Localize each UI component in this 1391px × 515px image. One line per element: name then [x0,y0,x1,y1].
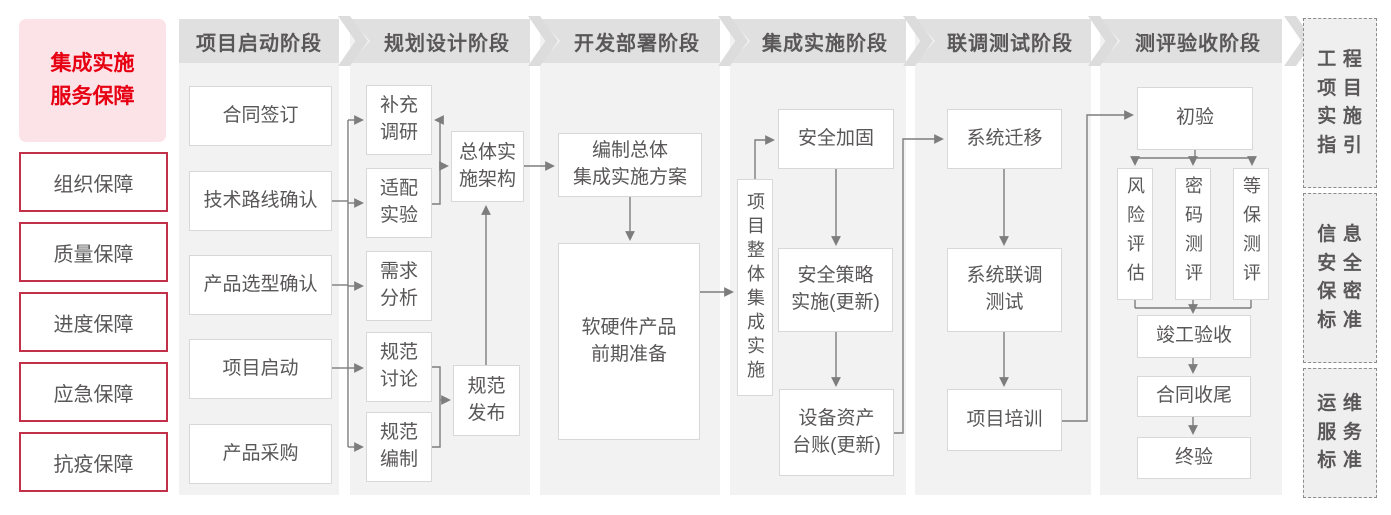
phase-header-integration-impl: 集成实施阶段 [730,19,906,63]
node-final-acceptance: 终验 [1137,437,1251,479]
node-compile-overall-plan: 编制总体 集成实施方案 [558,133,702,197]
node-spec-compilation: 规范 编制 [366,412,432,482]
node-risk-assessment: 风险评估 [1117,168,1153,300]
phase-header-joint-testing: 联调测试阶段 [915,19,1091,63]
phase-header-evaluation-acceptance: 测评验收阶段 [1100,19,1282,63]
node-mlps-testing: 等保测评 [1233,168,1269,300]
node-joint-testing: 系统联调 测试 [947,248,1062,332]
standard-ops-service: 运维 服务 标准 [1303,368,1377,498]
node-hw-sw-preparation: 软硬件产品 前期准备 [558,243,700,440]
node-project-training: 项目培训 [947,389,1062,451]
node-tech-route-confirm: 技术路线确认 [189,171,332,231]
phase-header-planning-design: 规划设计阶段 [350,19,530,63]
node-completion-acceptance: 竣工验收 [1137,315,1251,358]
node-security-policy-impl: 安全策略 实施(更新) [778,248,893,332]
node-project-kickoff: 项目启动 [189,339,332,399]
node-spec-release: 规范 发布 [453,365,520,436]
sidebar-item-organization: 组织保障 [19,152,168,212]
node-overall-integration-impl: 项目整体集成实施 [737,179,773,396]
sidebar-item-quality: 质量保障 [19,222,168,282]
node-asset-ledger: 设备资产 台账(更新) [779,389,894,476]
node-overall-impl-architecture: 总体实 施架构 [451,131,524,202]
node-contract-signing: 合同签订 [189,86,332,146]
node-supplementary-research: 补充 调研 [366,85,432,155]
node-system-migration: 系统迁移 [947,109,1062,169]
node-initial-acceptance: 初验 [1137,87,1253,150]
standard-info-security-confidentiality: 信息 安全 保密 标准 [1303,193,1377,363]
node-crypto-testing: 密码测评 [1175,168,1211,300]
phase-header-dev-deployment: 开发部署阶段 [540,19,720,63]
node-product-selection-confirm: 产品选型确认 [189,255,332,315]
node-spec-discussion: 规范 讨论 [366,332,432,402]
sidebar-item-schedule: 进度保障 [19,292,168,352]
node-requirement-analysis: 需求 分析 [366,251,432,321]
node-product-procurement: 产品采购 [189,424,332,484]
sidebar-title: 集成实施 服务保障 [19,19,166,142]
node-contract-closure: 合同收尾 [1137,376,1251,417]
sidebar-item-epidemic: 抗疫保障 [19,432,168,492]
sidebar-item-emergency: 应急保障 [19,362,168,422]
phase-header-project-kickoff: 项目启动阶段 [179,19,339,63]
node-security-hardening: 安全加固 [778,109,894,169]
node-adaptation-test: 适配 实验 [366,168,432,238]
standard-project-impl-guide: 工程 项目 实施 指引 [1303,18,1377,188]
